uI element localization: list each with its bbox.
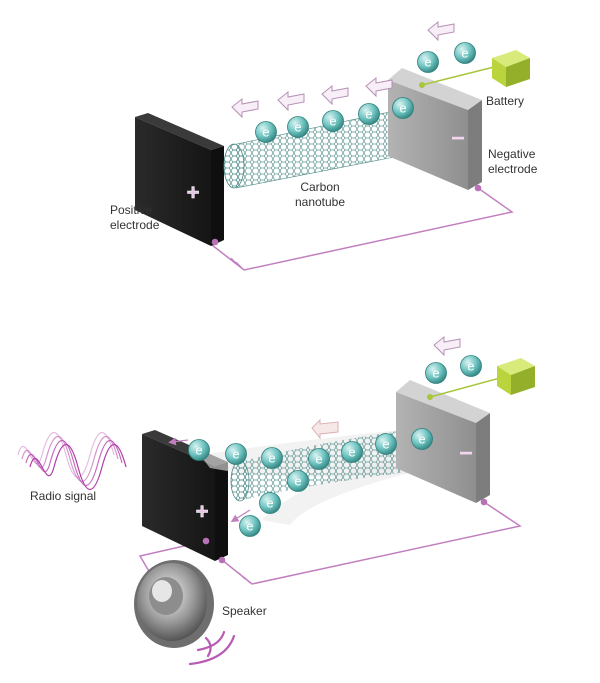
top-negative-electrode: − [388, 68, 482, 192]
top-battery-wire [421, 65, 499, 86]
electron-icon: e [308, 448, 330, 470]
sound-wave-icon [188, 630, 236, 666]
electron-icon: e [287, 470, 309, 492]
battery-label: Battery [486, 94, 525, 108]
svg-text:e: e [399, 101, 406, 116]
electron-icon: e [239, 515, 261, 537]
top-battery-icon [419, 50, 530, 88]
radio-wave-icon [17, 432, 127, 490]
svg-text:e: e [348, 445, 355, 460]
electron-icon: e [425, 362, 447, 384]
flow-arrow [231, 97, 259, 119]
electron-icon: e [225, 443, 247, 465]
electron-icon: e [188, 439, 210, 461]
flow-arrow [365, 76, 393, 98]
bottom-wire-gap [238, 572, 251, 584]
svg-text:e: e [294, 474, 301, 489]
electron-icon: e [454, 42, 476, 64]
svg-text:e: e [195, 443, 202, 458]
svg-text:e: e [232, 447, 239, 462]
top-electrons: e e e e e e e [255, 42, 476, 143]
radio-signal-label: Radio signal [30, 489, 97, 503]
electron-icon: e [287, 116, 309, 138]
electron-icon: e [417, 51, 439, 73]
svg-text:e: e [418, 432, 425, 447]
bottom-carbon-nanotube [200, 418, 425, 525]
svg-text:e: e [329, 114, 336, 129]
negative-electrode-label: Negative electrode [488, 147, 538, 176]
bottom-battery-wire [429, 377, 501, 398]
flow-arrow [433, 335, 461, 357]
top-circuit-wire [211, 187, 514, 271]
svg-text:e: e [365, 107, 372, 122]
bottom-panel: + − [17, 335, 535, 666]
flow-arrow [427, 20, 455, 42]
bottom-electrons: e e e e e e e e e e e e [188, 355, 482, 537]
electron-icon: e [411, 428, 433, 450]
top-wire-gap [230, 257, 243, 269]
bottom-negative-terminal [480, 498, 488, 506]
svg-text:e: e [262, 125, 269, 140]
svg-text:e: e [315, 452, 322, 467]
top-negative-terminal [474, 184, 482, 192]
bottom-battery-icon [427, 358, 535, 400]
svg-text:e: e [266, 496, 273, 511]
electron-icon: e [392, 97, 414, 119]
svg-text:e: e [246, 519, 253, 534]
top-positive-terminal [211, 238, 219, 246]
electron-icon: e [358, 103, 380, 125]
svg-text:e: e [382, 437, 389, 452]
top-positive-electrode: + [135, 113, 224, 246]
bottom-negative-electrode: − [396, 380, 490, 506]
svg-text:e: e [294, 120, 301, 135]
bottom-positive-electrode: + [142, 430, 228, 564]
emission-arrow [230, 509, 251, 523]
svg-text:e: e [268, 451, 275, 466]
electron-icon: e [341, 441, 363, 463]
nanotube-label: Carbon nanotube [294, 180, 346, 209]
top-panel: + − e e e e [110, 20, 538, 271]
top-flow-arrows [231, 20, 455, 119]
emission-arrow [168, 437, 189, 446]
flow-arrow [277, 90, 305, 112]
electron-icon: e [259, 492, 281, 514]
flow-arrow [321, 84, 349, 106]
svg-text:e: e [461, 46, 468, 61]
speaker-label: Speaker [222, 604, 267, 618]
electron-icon: e [375, 433, 397, 455]
bottom-plus-sign: + [196, 499, 209, 524]
emission-arrows [168, 437, 251, 523]
electron-icon: e [255, 121, 277, 143]
svg-text:e: e [467, 359, 474, 374]
top-minus-sign: − [451, 125, 465, 152]
electron-icon: e [460, 355, 482, 377]
svg-text:e: e [432, 366, 439, 381]
electron-icon: e [261, 447, 283, 469]
svg-text:e: e [424, 55, 431, 70]
bottom-positive-terminal-2 [218, 556, 226, 564]
top-plus-sign: + [187, 180, 200, 205]
electron-icon: e [322, 110, 344, 132]
bottom-minus-sign: − [459, 440, 473, 467]
bottom-positive-terminal [202, 537, 210, 545]
speaker-icon [134, 560, 214, 648]
positive-electrode-label: Positive electrode [110, 203, 160, 232]
